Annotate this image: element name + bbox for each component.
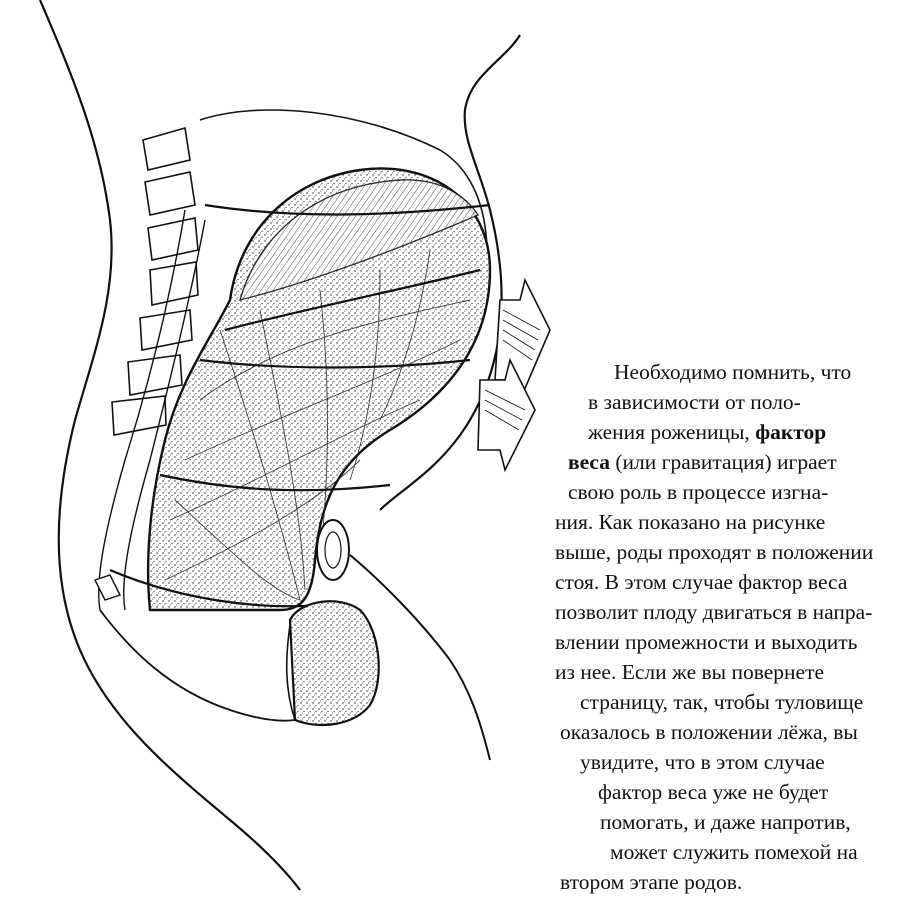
paragraph-line-17: может служить помехой на — [610, 840, 858, 864]
paragraph-line-18: втором этапе родов. — [560, 870, 743, 894]
paragraph-line-1: Необходимо помнить, что — [614, 360, 852, 384]
line-4-text: (или гравитация) играет — [609, 450, 837, 474]
back-outline — [38, 0, 301, 891]
paragraph-line-4: веса (или гравитация) играет — [568, 447, 890, 477]
paragraph-line-12: страницу, так, чтобы туловище — [580, 690, 864, 714]
arrow-icon — [477, 277, 551, 473]
paragraph-line-14: увидите, что в этом случае — [580, 750, 825, 774]
paragraph-line-9: позволит плоду двигаться в напра- — [555, 600, 873, 624]
fetal-head-icon — [288, 600, 380, 727]
paragraph-line-11: из нее. Если же вы повернете — [555, 660, 825, 684]
pubic-bone-icon — [316, 519, 350, 581]
paragraph-line-6: ния. Как показано на рисунке — [555, 510, 826, 534]
paragraph-line-3: жения роженицы, фактор — [588, 417, 890, 447]
paragraph-line-15: фактор веса уже не будет — [598, 780, 829, 804]
paragraph-line-8: стоя. В этом случае фактор веса — [555, 570, 848, 594]
spine-icon — [111, 126, 199, 436]
paragraph-line-13: оказалось в положении лёжа, вы — [560, 720, 858, 744]
paragraph-line-16: помогать, и даже напротив, — [600, 810, 851, 834]
paragraph-line-10: влении промежности и выходить — [555, 630, 858, 654]
paragraph-line-5: свою роль в процессе изгна- — [568, 480, 829, 504]
bold-term-factor: фактор — [755, 420, 827, 444]
uterus-icon — [146, 167, 492, 612]
paragraph-line-2: в зависимости от поло- — [588, 390, 801, 414]
bold-term-weight: веса — [568, 450, 610, 474]
paragraph-line-7: выше, роды проходят в положении — [555, 540, 874, 564]
abdomen-outline — [379, 34, 521, 511]
line-3-text: жения роженицы, — [588, 420, 756, 444]
thigh-outline — [349, 554, 491, 761]
